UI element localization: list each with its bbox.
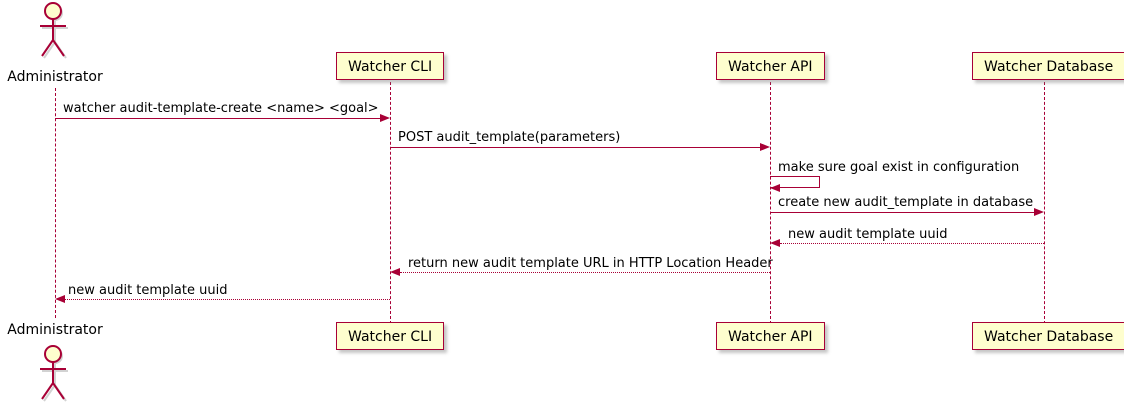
message-line-4: [770, 212, 1035, 213]
actor-figure-icon: [40, 345, 68, 402]
message-line-6: [400, 272, 770, 273]
actor-figure-icon: [40, 2, 68, 59]
message-label-2: POST audit_template(parameters): [398, 130, 621, 145]
message-line-7: [65, 299, 390, 300]
lifeline-watcher-api: [770, 82, 771, 324]
message-arrowhead-7: [55, 294, 65, 303]
actor-label-administrator-top: Administrator: [7, 69, 103, 85]
message-label-5: new audit template uuid: [788, 227, 948, 242]
message-arrowhead-5: [770, 238, 780, 247]
participant-box-watcher-database-bottom[interactable]: Watcher Database: [972, 322, 1124, 350]
message-label-3: make sure goal exist in configuration: [778, 160, 1020, 175]
participant-box-watcher-api-bottom[interactable]: Watcher API: [716, 322, 825, 350]
message-arrowhead-4: [1034, 207, 1044, 216]
message-line-1: [55, 118, 381, 119]
actor-label-administrator-bottom: Administrator: [7, 322, 103, 338]
message-label-7: new audit template uuid: [68, 283, 228, 298]
message-line-2: [390, 147, 761, 148]
participant-box-watcher-cli-bottom[interactable]: Watcher CLI: [336, 322, 445, 350]
message-line-5: [780, 243, 1044, 244]
message-self-loop-3: [770, 176, 820, 188]
actor-administrator-bottom: [35, 345, 75, 403]
message-arrowhead-2: [760, 142, 770, 151]
message-label-4: create new audit_template in database: [778, 195, 1034, 210]
participant-box-watcher-cli-top[interactable]: Watcher CLI: [336, 52, 445, 80]
message-arrowhead-1: [380, 113, 390, 122]
participant-box-watcher-database-top[interactable]: Watcher Database: [972, 52, 1124, 80]
message-arrowhead-6: [390, 267, 400, 276]
message-arrowhead-3: [770, 183, 780, 192]
message-label-6: return new audit template URL in HTTP Lo…: [408, 256, 773, 271]
participant-box-watcher-api-top[interactable]: Watcher API: [716, 52, 825, 80]
lifeline-watcher-database: [1044, 82, 1045, 324]
lifeline-administrator: [55, 88, 56, 318]
lifeline-watcher-cli: [390, 82, 391, 324]
actor-administrator-top: [35, 2, 75, 60]
message-label-1: watcher audit-template-create <name> <go…: [63, 101, 379, 116]
